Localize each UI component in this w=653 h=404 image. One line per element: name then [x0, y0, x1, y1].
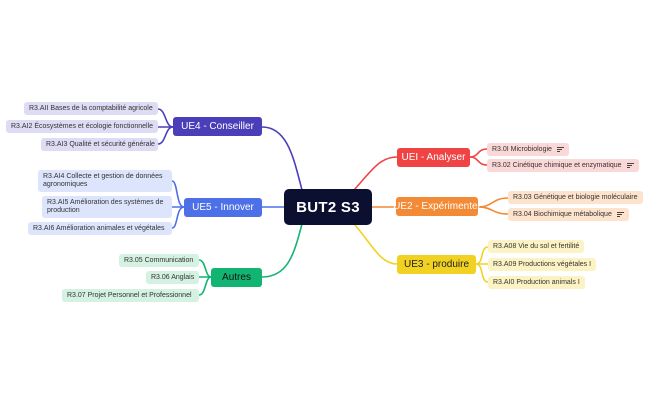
subtopic-r3-a12[interactable]: R3.AI2 Écosystèmes et écologie fonctionn… [6, 120, 158, 133]
subtopic-label: R3.02 Cinétique chimique et enzymatique [492, 162, 622, 169]
subtopic-r3-a13[interactable]: R3.AI3 Qualité et sécurité générale [41, 138, 158, 151]
subtopic-label: R3.AI2 Écosystèmes et écologie fonctionn… [11, 123, 154, 130]
topic-ue5-innover[interactable]: UE5 - Innover [184, 198, 262, 217]
topic-ue4-conseiller[interactable]: UE4 - Conseiller [173, 117, 262, 136]
connector-ue1 [353, 156, 398, 191]
subtopic-r3-a16[interactable]: R3.AI6 Amélioration animales et végétale… [28, 222, 172, 235]
subtopic-r3-03[interactable]: R3.03 Génétique et biologie moléculaire [508, 191, 643, 204]
subtopic-label: R3.A09 Productions végétales I [493, 261, 592, 268]
connector-ue4 [261, 126, 303, 191]
subtopic-r3-a08[interactable]: R3.A08 Vie du sol et fertilité [488, 240, 585, 253]
subtopic-label: R3.AI0 Production animals I [493, 279, 580, 286]
topic-autres[interactable]: Autres [211, 268, 262, 287]
notes-icon[interactable] [626, 161, 634, 169]
notes-icon[interactable] [616, 210, 624, 218]
subtopic-label: R3.AI6 Amélioration animales et végétale… [33, 225, 165, 232]
central-topic[interactable]: BUT2 S3 [284, 189, 372, 225]
subtopic-r3-a14[interactable]: R3.AI4 Collecte et gestion de données ag… [38, 170, 172, 192]
topic-ue3-produire[interactable]: UE3 - produire [397, 255, 476, 274]
subtopic-label: R3.AI3 Qualité et sécurité générale [46, 141, 155, 148]
connector-ue3 [353, 223, 398, 265]
subtopic-label: R3.06 Anglais [151, 274, 195, 281]
subtopic-r3-05[interactable]: R3.05 Communication [119, 254, 199, 267]
subtopic-label: R3.AI4 Collecte et gestion de données ag… [43, 172, 163, 189]
subtopic-r3-01[interactable]: R3.0I Microbiologie [487, 143, 569, 156]
topic-ue2-experimenter[interactable]: UE2 - Expérimenter [393, 197, 481, 216]
subtopic-r3-02[interactable]: R3.02 Cinétique chimique et enzymatique [487, 159, 639, 172]
subtopic-label: R3.04 Biochimique métabolique [513, 211, 612, 218]
subtopic-label: R3.05 Communication [124, 257, 194, 264]
subtopic-label: R3.A08 Vie du sol et fertilité [493, 243, 580, 250]
subtopic-label: R3.AI5 Amélioration des systèmes de prod… [47, 198, 164, 215]
subtopic-r3-a15[interactable]: R3.AI5 Amélioration des systèmes de prod… [42, 196, 172, 218]
subtopic-r3-a11[interactable]: R3.AII Bases de la comptabilité agricole [24, 102, 158, 115]
subtopic-r3-06[interactable]: R3.06 Anglais [146, 271, 199, 284]
subtopic-label: R3.0I Microbiologie [492, 146, 552, 153]
subtopic-label: R3.07 Projet Personnel et Professionnel [67, 292, 192, 299]
connector-autres [261, 223, 303, 278]
subtopic-label: R3.AII Bases de la comptabilité agricole [29, 105, 153, 112]
subtopic-r3-04[interactable]: R3.04 Biochimique métabolique [508, 208, 629, 221]
topic-ue1-analyser[interactable]: UEI - Analyser [397, 148, 470, 167]
notes-icon[interactable] [556, 145, 564, 153]
subtopic-r3-07[interactable]: R3.07 Projet Personnel et Professionnel [62, 289, 199, 302]
subtopic-label: R3.03 Génétique et biologie moléculaire [513, 194, 638, 201]
subtopic-r3-a09[interactable]: R3.A09 Productions végétales I [488, 258, 597, 271]
subtopic-r3-a10[interactable]: R3.AI0 Production animals I [488, 276, 585, 289]
